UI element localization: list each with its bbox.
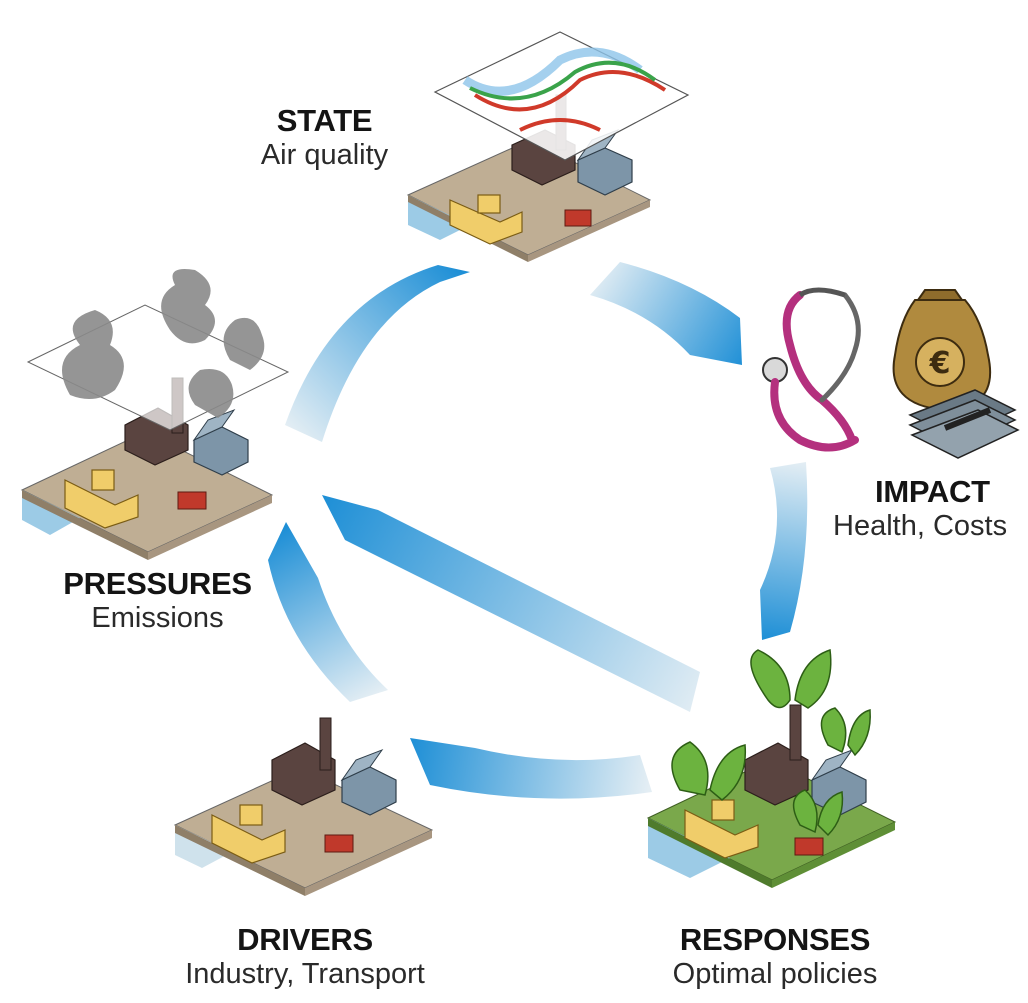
node-pressures-title: PRESSURES [63, 566, 252, 601]
node-impact: IMPACT Health, Costs [833, 474, 1023, 543]
arrow-state-to-impact [590, 262, 742, 365]
node-responses: RESPONSES Optimal policies [640, 922, 910, 991]
flow-arrows [268, 262, 808, 799]
smoke-plumes [62, 269, 265, 418]
impact-illustration: € [762, 287, 1020, 459]
node-drivers-subtitle: Industry, Transport [185, 957, 425, 990]
responses-illustration [646, 648, 897, 888]
drivers-illustration [173, 717, 434, 896]
node-impact-subtitle: Health, Costs [833, 509, 1008, 542]
arrow-responses-to-pressures [322, 495, 700, 712]
stethoscope-icon [762, 287, 861, 452]
money-bag-icon: € [892, 289, 992, 412]
node-drivers-title: DRIVERS [237, 922, 373, 957]
arrow-responses-to-drivers [410, 738, 652, 799]
leaf-icons [671, 648, 871, 837]
node-pressures: PRESSURES Emissions [45, 566, 270, 635]
node-state: STATE Air quality [242, 103, 407, 172]
euro-symbol: € [929, 346, 951, 381]
node-state-title: STATE [276, 103, 373, 138]
node-pressures-subtitle: Emissions [91, 601, 224, 634]
state-illustration [406, 31, 690, 262]
node-impact-title: IMPACT [875, 474, 990, 509]
node-state-subtitle: Air quality [260, 138, 389, 171]
node-drivers: DRIVERS Industry, Transport [150, 922, 460, 991]
node-responses-subtitle: Optimal policies [672, 957, 878, 990]
node-responses-title: RESPONSES [679, 922, 871, 957]
arrow-pressures-to-state [285, 265, 470, 442]
arrow-drivers-to-pressures [268, 522, 388, 702]
pressures-illustration [20, 269, 290, 560]
arrow-impact-to-responses [760, 462, 808, 640]
banknotes-icon [908, 389, 1020, 459]
